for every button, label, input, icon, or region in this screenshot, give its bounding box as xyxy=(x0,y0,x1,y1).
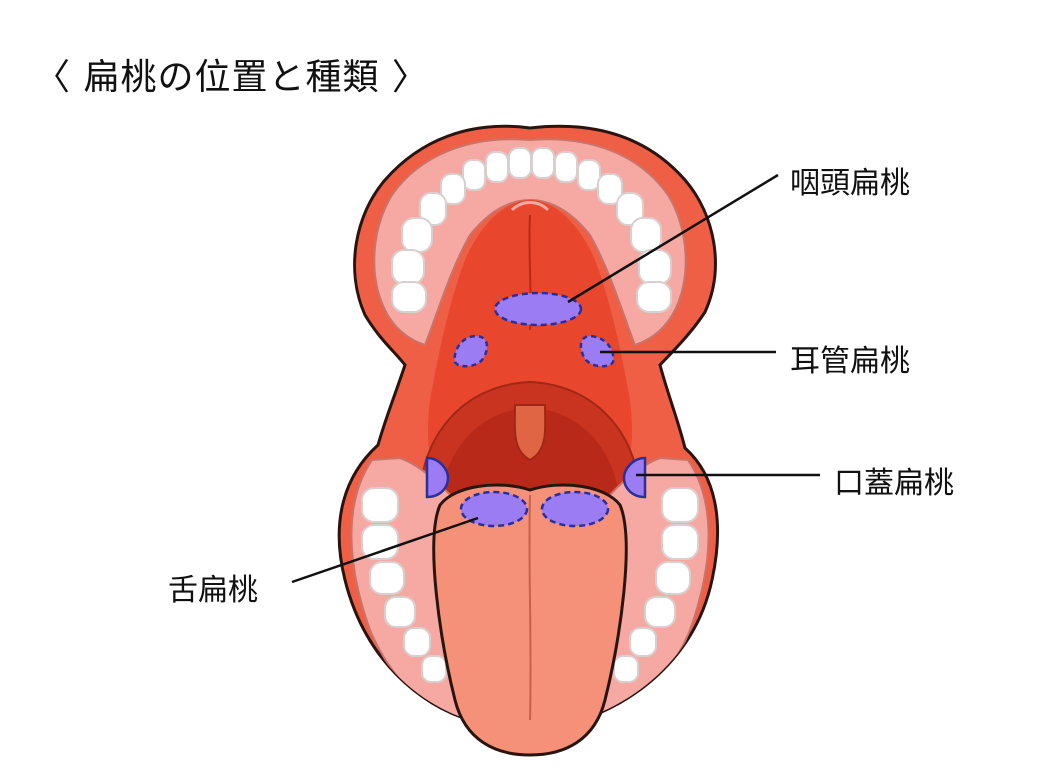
leader-lines xyxy=(291,173,820,584)
lingual-tonsil-right xyxy=(540,490,610,528)
palatine-tonsil-right xyxy=(622,456,647,499)
uvula xyxy=(513,404,547,462)
tonsils xyxy=(425,291,647,528)
tubal-tonsil-right xyxy=(579,334,615,368)
label-tubal-tonsil: 耳管扁桃 xyxy=(790,344,910,379)
label-palatine-tonsil: 口蓋扁桃 xyxy=(834,466,954,501)
tongue-midline xyxy=(528,494,532,721)
palatine-tonsil-left xyxy=(425,456,450,499)
label-lingual-tonsil: 舌扁桃 xyxy=(168,573,258,608)
tubal-tonsil-left xyxy=(453,334,489,368)
leader-pharyngeal xyxy=(567,173,779,304)
lower-teeth xyxy=(361,487,699,683)
label-pharyngeal-tonsil: 咽頭扁桃 xyxy=(790,166,910,201)
upper-teeth xyxy=(391,147,672,313)
pharyngeal-tonsil xyxy=(493,291,583,327)
leader-lingual xyxy=(291,516,479,584)
page-title: 〈 扁桃の位置と種類 〉 xyxy=(34,57,429,98)
